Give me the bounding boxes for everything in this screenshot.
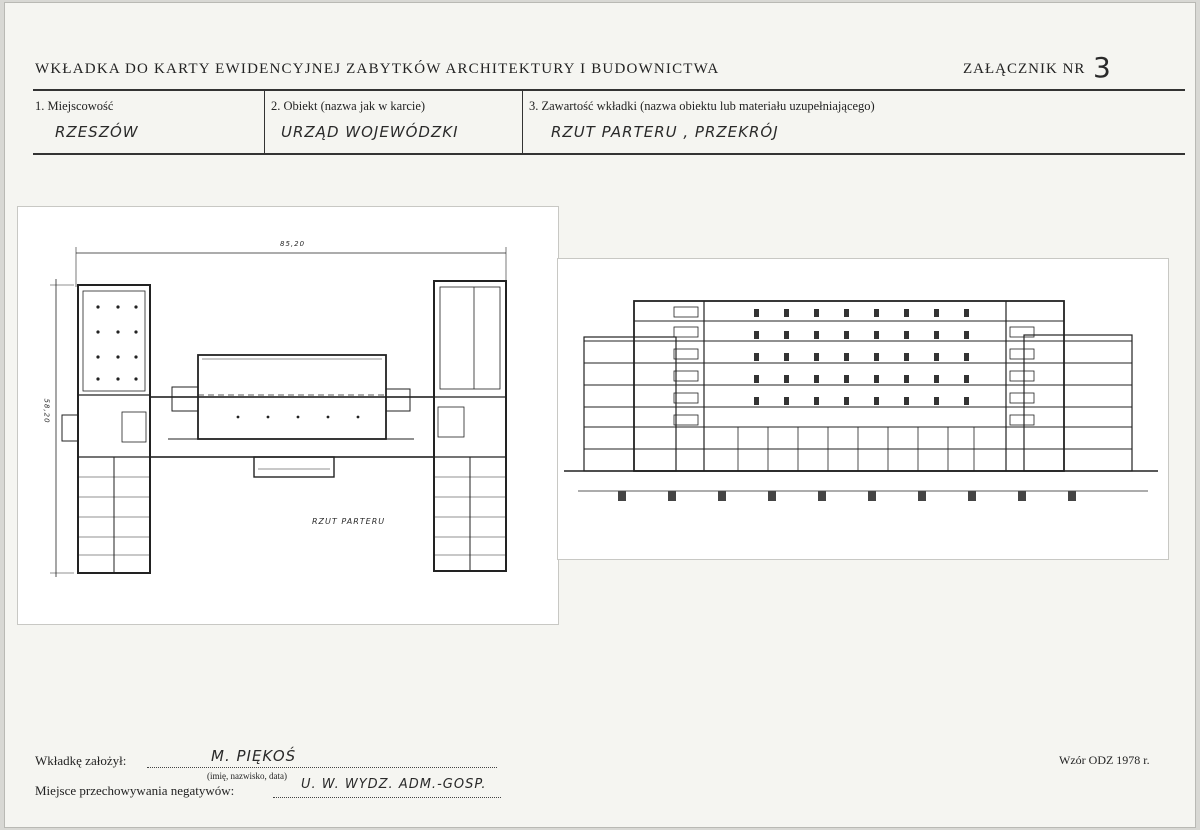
field-location-label: 1. Miejscowość [35, 99, 114, 113]
attachment-label: ZAŁĄCZNIK NR [963, 61, 1086, 77]
field-divider-1 [264, 91, 265, 153]
floor-plan-drawing [50, 247, 507, 577]
field-contents-value: RZUT PARTERU , PRZEKRÓJ [551, 123, 779, 141]
plan-height-dimension: 58,20 [42, 398, 51, 424]
negatives-storage-value: U. W. WYDZ. ADM.-GOSP. [301, 777, 487, 792]
header-rule [33, 89, 1185, 91]
attachment-number: 3 [1093, 51, 1111, 84]
form-version-label: Wzór ODZ 1978 r. [1059, 753, 1150, 767]
cross-section-drawing [564, 300, 1158, 501]
inventory-card: WKŁADKA DO KARTY EWIDENCYJNEJ ZABYTKÓW A… [4, 2, 1196, 828]
created-by-value: M. PIĘKOŚ [211, 747, 297, 765]
field-divider-2 [522, 91, 523, 153]
field-location-value: RZESZÓW [55, 123, 139, 141]
field-object-value: URZĄD WOJEWÓDZKI [281, 123, 459, 141]
created-by-hint: (imię, nazwisko, data) [207, 771, 287, 781]
ground-floor-plan-photo: 85,20 58,20 RZUT PARTERU [17, 206, 559, 625]
cross-section-photo [557, 258, 1169, 560]
created-by-label: Wkładkę założył: [35, 753, 127, 768]
plan-width-dimension: 85,20 [280, 240, 306, 248]
negatives-storage-label: Miejsce przechowywania negatywów: [35, 783, 235, 798]
created-by-dots [147, 767, 497, 768]
plan-caption: RZUT PARTERU [312, 517, 386, 526]
field-contents-label: 3. Zawartość wkładki (nazwa obiektu lub … [529, 99, 875, 113]
fields-rule [33, 153, 1185, 155]
card-title: WKŁADKA DO KARTY EWIDENCYJNEJ ZABYTKÓW A… [35, 61, 720, 77]
negatives-storage-dots [273, 797, 501, 798]
field-object-label: 2. Obiekt (nazwa jak w karcie) [271, 99, 426, 113]
